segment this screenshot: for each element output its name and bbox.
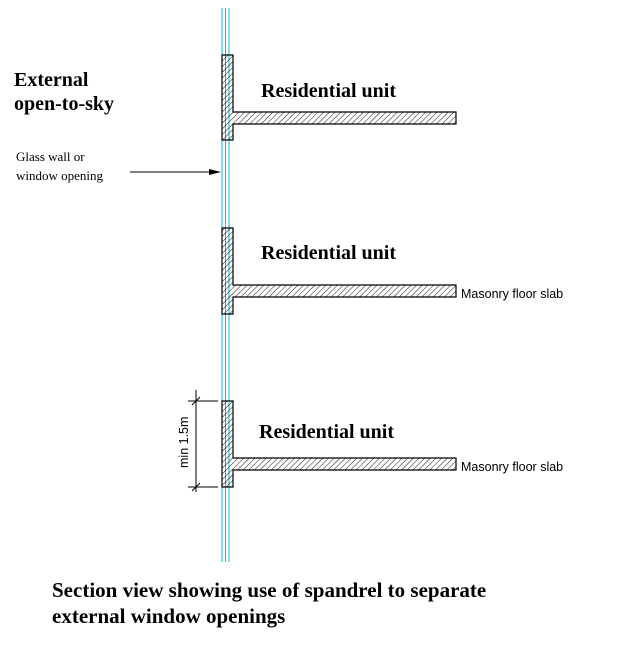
caption: Section view showing use of spandrel to …: [52, 577, 612, 629]
dimension-line: [188, 390, 218, 492]
external-label-line2: open-to-sky: [14, 93, 114, 115]
external-label-line1: External: [14, 69, 89, 91]
glass-label-line2: window opening: [16, 168, 104, 183]
glass-leader-arrow: [130, 169, 221, 175]
spandrel-slab-2: [221, 227, 457, 315]
caption-line2: external window openings: [52, 604, 286, 628]
spandrel-slab-1: [221, 54, 457, 141]
caption-line1: Section view showing use of spandrel to …: [52, 578, 487, 602]
unit-label-2: Residential unit: [261, 242, 396, 264]
unit-label-1: Residential unit: [261, 80, 396, 102]
unit-label-3: Residential unit: [259, 421, 394, 443]
slab-label-2: Masonry floor slab: [461, 287, 563, 301]
glass-label-line1: Glass wall or: [16, 149, 85, 164]
slab-label-3: Masonry floor slab: [461, 460, 563, 474]
spandrel-slab-3: [221, 400, 457, 488]
dimension-label: min 1.5m: [177, 417, 191, 468]
